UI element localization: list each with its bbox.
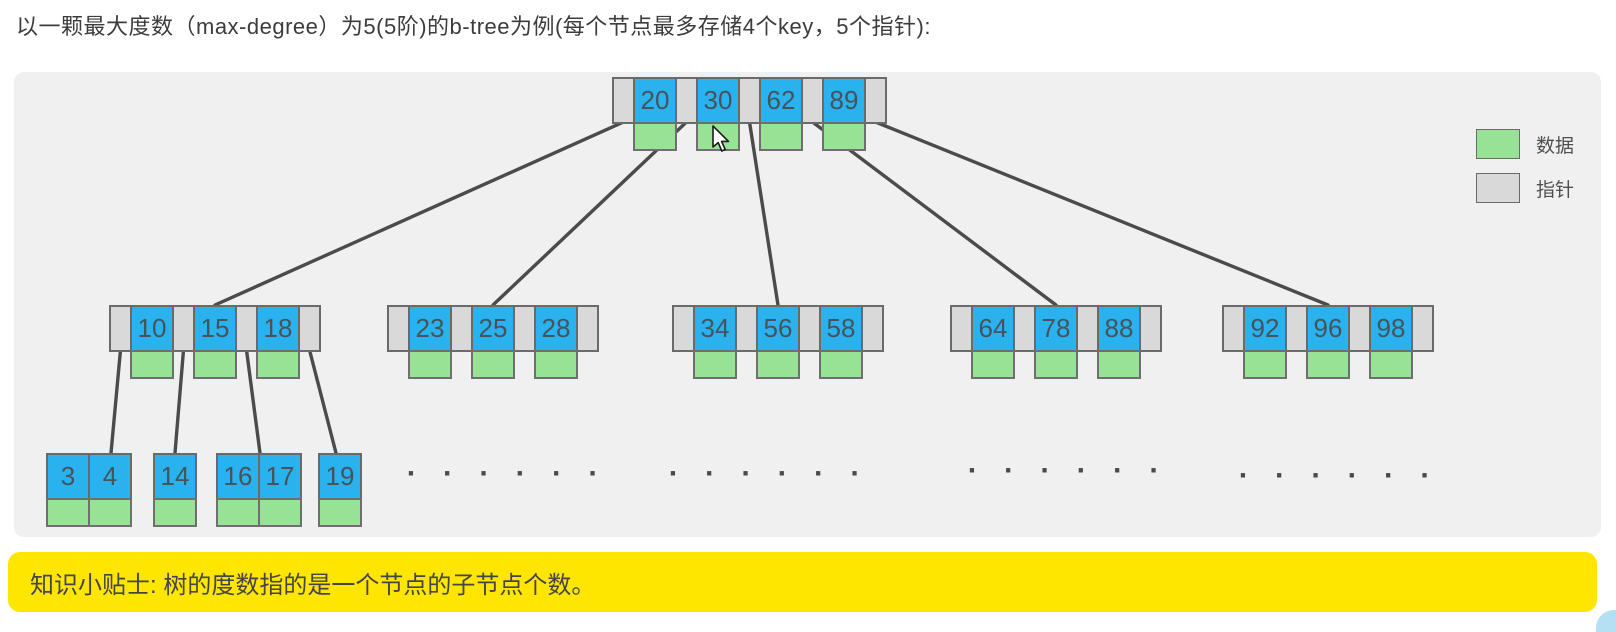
pointer-cell bbox=[235, 305, 258, 352]
legend-pointer-label: 指针 bbox=[1536, 179, 1575, 201]
key-cell: 4 bbox=[88, 453, 132, 500]
key-cell: 20 bbox=[633, 77, 677, 124]
pointer-swatch bbox=[1476, 173, 1520, 203]
pointer-cell bbox=[675, 77, 698, 124]
key-cell: 78 bbox=[1034, 305, 1078, 352]
key-cell: 3 bbox=[46, 453, 90, 500]
pointer-cell bbox=[672, 305, 695, 352]
tip-banner: 知识小贴士: 树的度数指的是一个节点的子节点个数。 bbox=[8, 552, 1597, 612]
pointer-cell bbox=[172, 305, 195, 352]
tip-text: 知识小贴士: 树的度数指的是一个节点的子节点个数。 bbox=[30, 571, 596, 599]
data-cell bbox=[819, 350, 863, 379]
key-cell: 96 bbox=[1306, 305, 1350, 352]
pointer-cell bbox=[1285, 305, 1308, 352]
data-cell bbox=[1369, 350, 1413, 379]
data-cell bbox=[153, 498, 197, 527]
key-cell: 58 bbox=[819, 305, 863, 352]
data-cell bbox=[256, 350, 300, 379]
data-cell bbox=[130, 350, 174, 379]
key-cell: 23 bbox=[408, 305, 452, 352]
legend-data-row: 数据 bbox=[1476, 129, 1574, 159]
pointer-cell bbox=[798, 305, 821, 352]
key-cell: 25 bbox=[471, 305, 515, 352]
key-cell: 98 bbox=[1369, 305, 1413, 352]
pointer-cell bbox=[513, 305, 536, 352]
key-cell: 19 bbox=[318, 453, 362, 500]
data-cell bbox=[633, 122, 677, 151]
data-cell bbox=[971, 350, 1015, 379]
legend-data-label: 数据 bbox=[1536, 135, 1575, 157]
pointer-cell bbox=[1222, 305, 1245, 352]
data-cell bbox=[756, 350, 800, 379]
key-cell: 16 bbox=[216, 453, 260, 500]
pointer-cell bbox=[576, 305, 599, 352]
ellipsis: · · · · · · bbox=[967, 454, 1169, 487]
pointer-cell bbox=[1411, 305, 1434, 352]
ellipsis: · · · · · · bbox=[406, 457, 608, 490]
key-cell: 34 bbox=[693, 305, 737, 352]
tree-edges bbox=[109, 120, 1330, 455]
key-cell: 14 bbox=[153, 453, 197, 500]
pointer-cell bbox=[864, 77, 887, 124]
legend: 数据 指针 bbox=[1476, 129, 1574, 217]
pointer-cell bbox=[1076, 305, 1099, 352]
key-cell: 62 bbox=[759, 77, 803, 124]
key-cell: 88 bbox=[1097, 305, 1141, 352]
pointer-cell bbox=[450, 305, 473, 352]
data-cell bbox=[258, 498, 302, 527]
key-cell: 10 bbox=[130, 305, 174, 352]
pointer-cell bbox=[801, 77, 824, 124]
pointer-cell bbox=[861, 305, 884, 352]
data-cell bbox=[1306, 350, 1350, 379]
data-cell bbox=[216, 498, 260, 527]
key-cell: 15 bbox=[193, 305, 237, 352]
key-cell: 89 bbox=[822, 77, 866, 124]
ellipsis: · · · · · · bbox=[668, 457, 870, 490]
data-cell bbox=[759, 122, 803, 151]
data-cell bbox=[88, 498, 132, 527]
key-cell: 56 bbox=[756, 305, 800, 352]
legend-pointer-row: 指针 bbox=[1476, 173, 1574, 203]
pointer-cell bbox=[109, 305, 132, 352]
data-cell bbox=[471, 350, 515, 379]
data-cell bbox=[1034, 350, 1078, 379]
key-cell: 30 bbox=[696, 77, 740, 124]
data-cell bbox=[1097, 350, 1141, 379]
pointer-cell bbox=[950, 305, 973, 352]
key-cell: 28 bbox=[534, 305, 578, 352]
pointer-cell bbox=[387, 305, 410, 352]
data-cell bbox=[193, 350, 237, 379]
pointer-cell bbox=[612, 77, 635, 124]
data-cell bbox=[318, 498, 362, 527]
corner-decoration bbox=[1596, 610, 1616, 632]
key-cell: 64 bbox=[971, 305, 1015, 352]
data-swatch bbox=[1476, 129, 1520, 159]
key-cell: 18 bbox=[256, 305, 300, 352]
data-cell bbox=[822, 122, 866, 151]
mouse-cursor-icon bbox=[712, 125, 730, 152]
pointer-cell bbox=[735, 305, 758, 352]
pointer-cell bbox=[298, 305, 321, 352]
pointer-cell bbox=[1013, 305, 1036, 352]
pointer-cell bbox=[1139, 305, 1162, 352]
pointer-cell bbox=[1348, 305, 1371, 352]
data-cell bbox=[693, 350, 737, 379]
page-title: 以一颗最大度数（max-degree）为5(5阶)的b-tree为例(每个节点最… bbox=[16, 14, 931, 39]
data-cell bbox=[408, 350, 452, 379]
key-cell: 17 bbox=[258, 453, 302, 500]
data-cell bbox=[46, 498, 90, 527]
data-cell bbox=[534, 350, 578, 379]
data-cell bbox=[1243, 350, 1287, 379]
key-cell: 92 bbox=[1243, 305, 1287, 352]
pointer-cell bbox=[738, 77, 761, 124]
ellipsis: · · · · · · bbox=[1238, 459, 1440, 492]
